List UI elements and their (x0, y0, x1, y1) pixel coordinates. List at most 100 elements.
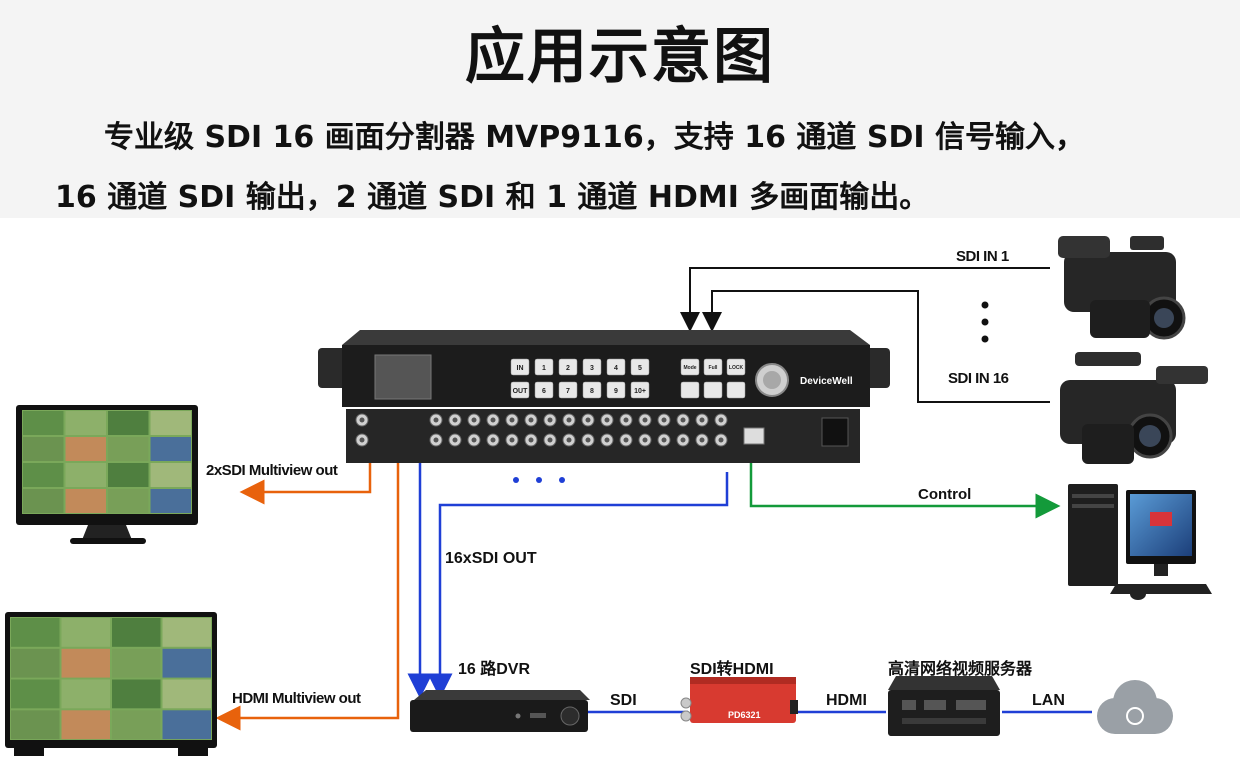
multiview-tile (65, 463, 106, 487)
multiview-tile (11, 648, 60, 678)
multiview-tile (112, 710, 161, 740)
bnc-connector (714, 433, 728, 447)
svg-text:OUT: OUT (513, 388, 529, 395)
bnc-connector (562, 413, 576, 427)
camera-ellipsis-dot (981, 301, 989, 309)
bnc-connector (638, 413, 652, 427)
svg-text:4: 4 (614, 365, 618, 372)
label-hdmi-multiview-out: HDMI Multiview out (232, 690, 361, 707)
bnc-connector (486, 433, 500, 447)
label-link-sdi: SDI (610, 692, 637, 709)
multiview-tile (61, 679, 110, 709)
svg-text:10+: 10+ (634, 388, 646, 395)
video-server-icon (888, 676, 1000, 736)
multiview-tile (11, 710, 60, 740)
control-line (749, 460, 1061, 519)
multiview-tile (108, 411, 149, 435)
multiview-tile (23, 463, 64, 487)
svg-text:5: 5 (638, 365, 642, 372)
multiview-tile (162, 710, 211, 740)
bnc-connector (467, 413, 481, 427)
panel-button: OUT (510, 381, 530, 399)
svg-text:6: 6 (542, 388, 546, 395)
multiview-tile (150, 463, 191, 487)
camera-1-icon (1058, 236, 1186, 340)
page-title: 应用示意图 (465, 22, 775, 92)
description-line-2: 16 通道 SDI 输出，2 通道 SDI 和 1 通道 HDMI 多画面输出。 (55, 180, 930, 215)
bnc-connector (429, 413, 443, 427)
label-sdi-out: 16xSDI OUT (445, 550, 537, 567)
bnc-connector (448, 433, 462, 447)
ellipsis-dot (559, 477, 565, 483)
bnc-connector (355, 433, 369, 447)
bnc-connector (429, 433, 443, 447)
hdmi-multiview-line (215, 462, 400, 731)
bnc-connector (695, 413, 709, 427)
bnc-connector (695, 433, 709, 447)
function-button (726, 381, 746, 399)
multiview-tile (23, 411, 64, 435)
description-line-1: 专业级 SDI 16 画面分割器 MVP9116，支持 16 通道 SDI 信号… (104, 120, 1085, 155)
multiview-tile (61, 648, 110, 678)
bnc-connector (524, 433, 538, 447)
multiview-tile (162, 618, 211, 647)
svg-text:LOCK: LOCK (729, 365, 744, 371)
multiview-tile (162, 648, 211, 678)
function-button (703, 381, 723, 399)
bnc-connector (467, 433, 481, 447)
bnc-connector (676, 413, 690, 427)
bnc-connector (543, 413, 557, 427)
multiview-tile (108, 437, 149, 461)
panel-button: 5 (630, 358, 650, 376)
svg-text:8: 8 (590, 388, 594, 395)
bnc-connector (638, 433, 652, 447)
bnc-connector (619, 413, 633, 427)
multiview-tile (23, 489, 64, 513)
sdi-out-line-b (427, 472, 729, 699)
label-link-hdmi: HDMI (826, 692, 867, 709)
multiview-tile (108, 463, 149, 487)
panel-button: 8 (582, 381, 602, 399)
svg-text:1: 1 (542, 365, 546, 372)
multiview-tile (150, 411, 191, 435)
label-sdi-multiview-out: 2xSDI Multiview out (206, 462, 338, 479)
camera-16-icon (1060, 352, 1208, 464)
bnc-connector (714, 413, 728, 427)
bnc-connector (448, 413, 462, 427)
svg-text:2: 2 (566, 365, 570, 372)
label-sdi-in-1: SDI IN 1 (956, 248, 1009, 265)
label-video-server: 高清网络视频服务器 (888, 661, 1033, 678)
label-sdi-in-16: SDI IN 16 (948, 370, 1009, 387)
dvr-icon (410, 690, 590, 732)
bnc-connector (581, 413, 595, 427)
panel-button: 9 (606, 381, 626, 399)
converter-model: PD6321 (728, 710, 761, 720)
bnc-connector (562, 433, 576, 447)
multiviewer-bnc-connectors (355, 413, 728, 447)
bnc-connector (657, 413, 671, 427)
bnc-connector (355, 413, 369, 427)
multiview-tile (61, 618, 110, 647)
bnc-connector (619, 433, 633, 447)
cloud-icon (1097, 680, 1173, 734)
sdi-multiview-line (239, 462, 372, 505)
multiview-tile (112, 648, 161, 678)
multiview-tile (65, 489, 106, 513)
label-link-lan: LAN (1032, 692, 1065, 709)
panel-button: IN (510, 358, 530, 376)
function-button: Mode (680, 358, 700, 376)
tv-hdmi-multiview-grid (11, 618, 211, 740)
converter-icon (680, 677, 798, 723)
sdi-in-1-line (680, 267, 1050, 332)
multiview-tile (112, 618, 161, 647)
svg-text:9: 9 (614, 388, 618, 395)
bnc-connector (524, 413, 538, 427)
multiview-tile (162, 679, 211, 709)
bnc-connector (600, 433, 614, 447)
svg-text:3: 3 (590, 365, 594, 372)
panel-button: 10+ (630, 381, 650, 399)
panel-button: 1 (534, 358, 554, 376)
